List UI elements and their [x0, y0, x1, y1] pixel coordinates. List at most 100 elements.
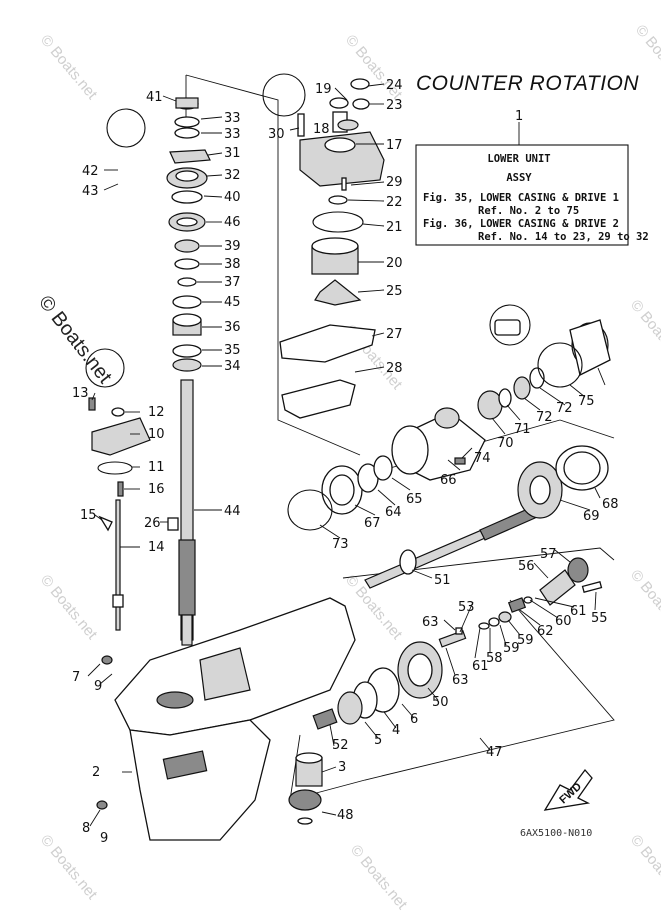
callout-15: 15 [80, 508, 97, 523]
callout-11: 11 [148, 460, 165, 475]
callout-16: 16 [148, 482, 165, 497]
callout-26: 26 [144, 516, 161, 531]
callout-62b: 63 [452, 673, 469, 688]
callout-44: 44 [224, 504, 241, 519]
callout-45: 45 [224, 295, 241, 310]
watermark-dark: © Boats.net [34, 292, 116, 388]
kit-icon [262, 73, 306, 117]
callout-40: 40 [224, 190, 241, 205]
pump-gasket [279, 324, 376, 363]
watermark: © Boats.net [37, 832, 101, 904]
callout-68: 69 [583, 509, 600, 524]
assembly-line-3: Fig. 36, LOWER CASING & DRIVE 2 [423, 218, 619, 230]
callout-58b: 59 [503, 641, 520, 656]
watermark: © Boats.net [627, 297, 661, 369]
callout-18: 18 [313, 122, 330, 137]
pump-housing [299, 131, 385, 187]
callout-28: 28 [386, 361, 403, 376]
callout-3: 3 [338, 760, 346, 775]
callout-63: 64 [385, 505, 402, 520]
callout-59: 60 [555, 614, 572, 629]
lower-casing [96, 597, 356, 841]
assembly-line-2: Ref. No. 2 to 75 [478, 205, 579, 217]
callout-14: 14 [148, 540, 165, 555]
callout-41: 41 [146, 90, 163, 105]
callout-13: 13 [72, 386, 89, 401]
callout-10: 10 [148, 427, 165, 442]
water-pump-assembly [279, 78, 385, 419]
callout-21: 21 [386, 220, 403, 235]
callout-33b: 33 [224, 127, 241, 142]
callout-12: 12 [148, 405, 165, 420]
callout-22: 22 [386, 195, 403, 210]
callout-5: 5 [374, 733, 382, 748]
callout-20: 20 [386, 256, 403, 271]
callout-61: 62 [537, 624, 554, 639]
propeller-shaft-assembly [287, 319, 611, 589]
drive-shaft-assembly [166, 97, 211, 646]
callout-62: 63 [422, 615, 439, 630]
callout-4: 4 [392, 723, 400, 738]
callout-19: 19 [315, 82, 332, 97]
assembly-line-4: Ref. No. 14 to 23, 29 to 32 [478, 231, 649, 243]
drive-shaft-splines [178, 539, 196, 616]
shift-assembly [88, 397, 179, 631]
watermark: © Boats.net [627, 567, 661, 639]
gear-assembly [288, 557, 603, 825]
callout-66: 67 [364, 516, 381, 531]
callout-53: 53 [458, 600, 475, 615]
casing-body [129, 719, 271, 841]
callout-6: 6 [410, 712, 418, 727]
assembly-name: LOWER UNIT [487, 153, 550, 165]
watermark: © Boats.net [347, 842, 411, 913]
kit-icons [85, 73, 531, 388]
assembly-line-1: Fig. 35, LOWER CASING & DRIVE 1 [423, 192, 619, 204]
callout-37: 37 [224, 275, 241, 290]
callout-9b: 9 [100, 831, 108, 846]
callout-69: 70 [497, 436, 514, 451]
callout-71: 72 [536, 410, 553, 425]
callout-23: 23 [386, 98, 403, 113]
drawing-code: 6AX5100-N010 [520, 828, 592, 839]
callout-72: 73 [332, 537, 349, 552]
leader-lines [87, 83, 606, 827]
callout-60b: 61 [472, 659, 489, 674]
callout-2: 2 [92, 765, 100, 780]
callout-73: 74 [474, 451, 491, 466]
ref-number: 1 [515, 109, 523, 124]
callout-33: 33 [224, 111, 241, 126]
callout-52: 52 [332, 738, 349, 753]
callout-74: 75 [578, 394, 595, 409]
callout-48: 48 [337, 808, 354, 823]
callout-24: 24 [386, 78, 403, 93]
callout-34: 34 [224, 359, 241, 374]
watermark: © Boats.net [37, 572, 101, 644]
callout-50: 50 [432, 695, 449, 710]
callout-36: 36 [224, 320, 241, 335]
callout-29: 29 [386, 175, 403, 190]
callout-31: 31 [224, 146, 241, 161]
callout-60: 61 [570, 604, 587, 619]
shift-rod [115, 499, 121, 631]
callout-32: 32 [224, 168, 241, 183]
callout-67: 68 [602, 497, 619, 512]
callout-54: 55 [591, 611, 608, 626]
kit-icon [106, 108, 146, 148]
callout-42: 42 [82, 164, 99, 179]
callout-43: 43 [82, 184, 99, 199]
callout-30: 30 [268, 127, 285, 142]
callout-numbers: 41 33 33 31 32 40 46 39 38 37 45 36 35 3… [72, 78, 619, 846]
callout-65: 66 [440, 473, 457, 488]
callout-46: 46 [224, 215, 241, 230]
callout-55: 56 [518, 559, 535, 574]
callout-39: 39 [224, 239, 241, 254]
watermark: © Boats.net [37, 32, 101, 104]
diagram-title: COUNTER ROTATION [416, 72, 639, 95]
outer-plate [281, 379, 356, 419]
callout-64: 65 [406, 492, 423, 507]
callout-57: 58 [486, 651, 503, 666]
callout-7: 7 [72, 670, 80, 685]
callout-70: 71 [514, 422, 531, 437]
callout-17: 17 [386, 138, 403, 153]
